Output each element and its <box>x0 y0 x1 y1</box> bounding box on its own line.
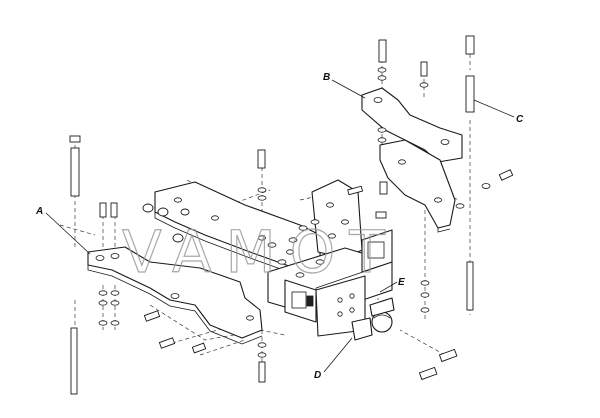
callout-b: B <box>323 72 366 99</box>
callout-label-e: E <box>398 277 405 288</box>
callout-d: D <box>314 337 353 381</box>
callout-label-c: C <box>516 114 524 125</box>
callout-label-d: D <box>314 370 321 381</box>
watermark-text: VAMOT <box>122 218 399 286</box>
callout-a: A <box>35 206 91 255</box>
callout-c: C <box>473 99 524 125</box>
fasteners <box>69 35 514 395</box>
bracket-a <box>87 246 263 345</box>
callout-label-a: A <box>35 206 43 217</box>
assembly-guide-lines <box>59 40 471 375</box>
callout-label-b: B <box>323 72 330 83</box>
tow-ball-d <box>351 297 395 341</box>
bracket-b-right-frame <box>361 87 463 233</box>
callout-e: E <box>379 277 405 293</box>
hitch-body <box>284 275 366 337</box>
